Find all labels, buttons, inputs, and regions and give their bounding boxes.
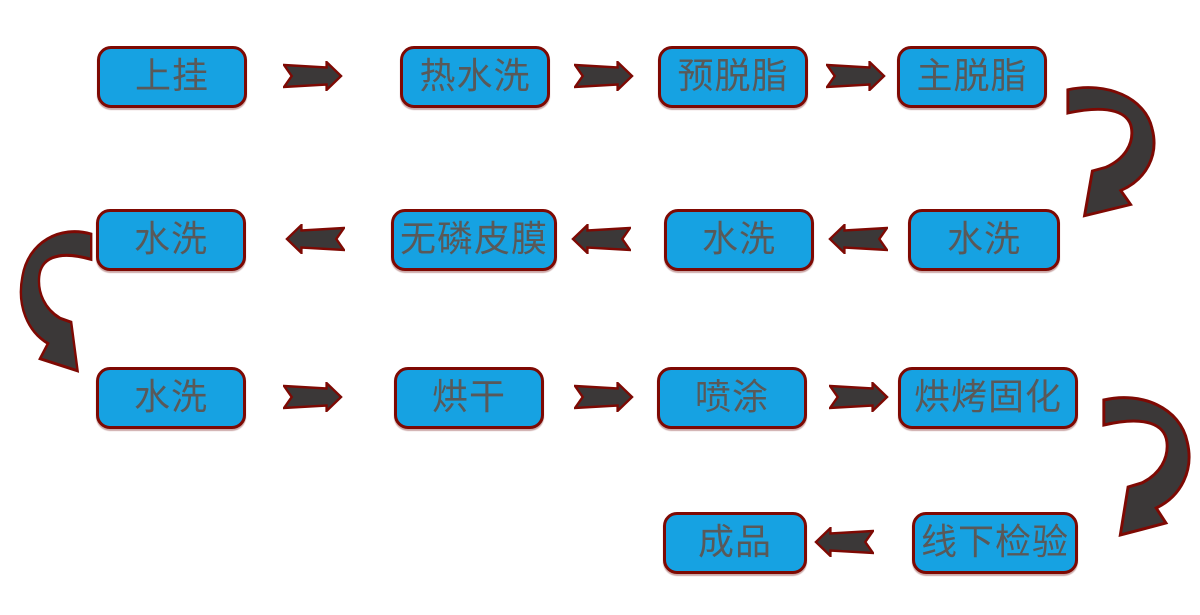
flow-node-water-wash-1: 水洗 (908, 209, 1060, 271)
arrow-left-icon (571, 224, 631, 254)
flow-node-water-wash-3: 水洗 (96, 209, 246, 271)
flow-node-dry: 烘干 (394, 367, 544, 429)
curved-arrow-down-icon (19, 230, 93, 373)
flow-node-hot-water-wash: 热水洗 (400, 46, 550, 108)
flow-node-water-wash-4: 水洗 (96, 367, 246, 429)
flow-node-finished-product: 成品 (663, 512, 807, 574)
flow-node-pre-degrease: 预脱脂 (658, 46, 808, 108)
flow-node-hang-up: 上挂 (97, 46, 247, 108)
flow-node-spray-coating: 喷涂 (657, 367, 807, 429)
arrow-left-icon (285, 224, 345, 254)
flow-node-offline-inspection: 线下检验 (912, 512, 1078, 574)
arrow-right-icon (829, 382, 889, 412)
flow-node-bake-cure: 烘烤固化 (898, 367, 1078, 429)
arrow-right-icon (574, 61, 634, 91)
curved-arrow-down-icon (1066, 86, 1156, 218)
flow-node-water-wash-2: 水洗 (664, 209, 814, 271)
arrow-right-icon (283, 382, 343, 412)
arrow-left-icon (828, 224, 888, 254)
arrow-right-icon (826, 61, 886, 91)
arrow-right-icon (283, 61, 343, 91)
arrow-left-icon (814, 527, 874, 557)
curved-arrow-down-icon (1102, 396, 1191, 537)
flow-node-main-degrease: 主脱脂 (897, 46, 1047, 108)
arrow-right-icon (574, 382, 634, 412)
flow-node-phosphate-free-film: 无磷皮膜 (391, 209, 557, 271)
